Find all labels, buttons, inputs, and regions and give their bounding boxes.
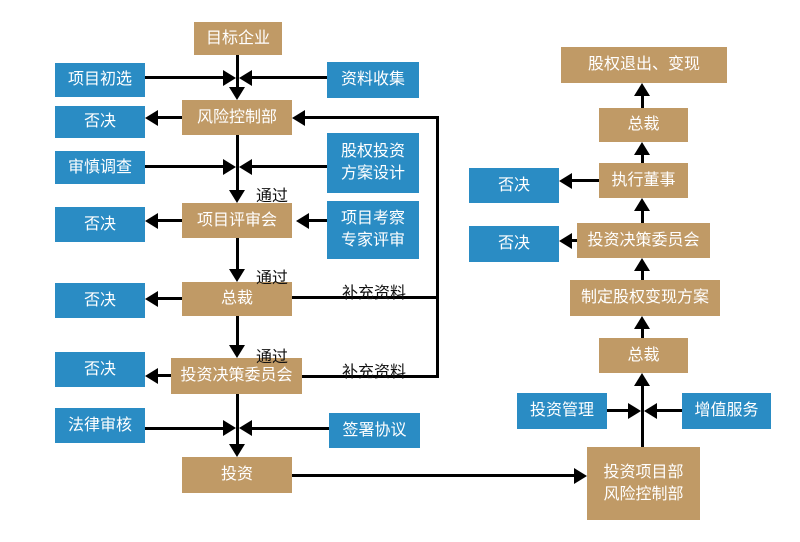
node-project-review-committee: 项目评审会 xyxy=(182,203,292,238)
connector-value-added-in xyxy=(657,409,682,412)
connector-director-to-president-exit xyxy=(641,155,644,163)
connector-president-to-equity-exit xyxy=(641,96,644,108)
connector-preselection-in xyxy=(145,76,223,79)
connector-feedback-top xyxy=(305,116,437,119)
node-president-right: 总裁 xyxy=(599,338,688,373)
arrowhead-preselection-in xyxy=(223,70,236,86)
connector-risk-to-review xyxy=(236,135,239,190)
node-due-diligence: 审慎调查 xyxy=(55,151,145,184)
arrowhead-due-diligence-in xyxy=(223,159,236,175)
connector-review-to-president xyxy=(236,238,239,269)
arrowhead-into-project-review xyxy=(229,190,245,203)
arrowhead-sign-agreement-in xyxy=(239,420,252,436)
arrowhead-into-committee xyxy=(229,345,245,358)
connector-committee-to-director xyxy=(641,211,644,223)
connector-committee-right-reject xyxy=(571,239,577,242)
arrowhead-into-investment xyxy=(229,444,245,457)
arrowhead-equity-plan-in xyxy=(239,159,252,175)
node-reject-director: 否决 xyxy=(469,168,559,203)
connector-legal-review-in xyxy=(145,427,223,430)
node-president-main: 总裁 xyxy=(182,282,292,316)
connector-president-to-plan xyxy=(641,329,644,338)
arrowhead-review-reject xyxy=(145,213,158,229)
arrowhead-up-into-committee-right xyxy=(634,258,650,271)
node-data-collection: 资料收集 xyxy=(327,62,419,98)
connector-director-reject xyxy=(571,179,599,182)
arrowhead-inspection-in xyxy=(296,213,309,229)
node-investment-dept: 投资项目部 风险控制部 xyxy=(587,447,700,520)
edge-label-supplement-president: 补充资料 xyxy=(342,285,407,302)
node-investment-management: 投资管理 xyxy=(517,393,607,429)
node-president-exit: 总裁 xyxy=(599,108,688,142)
connector-due-diligence-in xyxy=(145,165,223,168)
connector-plan-to-committee-right xyxy=(641,271,644,280)
node-investment: 投资 xyxy=(182,457,292,493)
arrowhead-up-into-president-exit xyxy=(634,142,650,155)
node-equity-realization-plan: 制定股权变现方案 xyxy=(570,280,720,316)
connector-equity-plan-in xyxy=(252,165,327,168)
connector-feedback-vertical xyxy=(436,116,439,378)
edge-label-pass-president: 通过 xyxy=(256,270,289,287)
connector-data-collection-in xyxy=(252,76,327,79)
node-investment-decision-committee: 投资决策委员会 xyxy=(171,358,302,394)
node-reject-committee: 否决 xyxy=(55,352,145,387)
arrowhead-legal-review-in xyxy=(223,420,236,436)
arrowhead-president-reject xyxy=(145,291,158,307)
node-target-company: 目标企业 xyxy=(194,22,282,55)
arrowhead-into-investment-dept xyxy=(574,468,587,484)
connector-dept-to-president xyxy=(641,386,644,447)
node-equity-exit: 股权退出、变现 xyxy=(561,47,727,83)
node-risk-control-dept: 风险控制部 xyxy=(182,100,292,135)
edge-label-pass-review: 通过 xyxy=(256,188,289,205)
edge-label-supplement-committee: 补充资料 xyxy=(342,364,407,381)
connector-target-to-risk xyxy=(236,55,239,87)
arrowhead-data-collection-in xyxy=(239,70,252,86)
connector-risk-reject xyxy=(158,116,182,119)
arrowhead-committee-right-reject xyxy=(559,233,572,249)
connector-committee-to-investment xyxy=(236,394,239,444)
arrowhead-into-risk-control xyxy=(229,87,245,100)
connector-president-to-committee xyxy=(236,316,239,345)
arrowhead-up-into-president-right xyxy=(634,373,650,386)
arrowhead-committee-reject xyxy=(145,368,158,384)
node-reject-president: 否决 xyxy=(55,283,145,318)
node-project-preselection: 项目初选 xyxy=(55,63,145,97)
arrowhead-into-president xyxy=(229,269,245,282)
arrowhead-invest-management-in xyxy=(628,403,641,419)
arrowhead-feedback-into-risk xyxy=(292,110,305,126)
arrowhead-director-reject xyxy=(559,173,572,189)
node-executive-director: 执行董事 xyxy=(599,163,688,198)
connector-sign-agreement-in xyxy=(252,427,329,430)
node-reject-committee-right: 否决 xyxy=(469,226,559,262)
node-value-added-service: 增值服务 xyxy=(682,393,771,429)
connector-supplement-president xyxy=(292,296,439,299)
node-legal-review: 法律审核 xyxy=(55,408,145,443)
arrowhead-up-into-plan xyxy=(634,316,650,329)
arrowhead-up-into-director xyxy=(634,198,650,211)
node-reject-review: 否决 xyxy=(55,207,145,242)
node-equity-plan-design: 股权投资 方案设计 xyxy=(327,133,419,193)
arrowhead-value-added-in xyxy=(644,403,657,419)
arrowhead-risk-reject xyxy=(145,110,158,126)
connector-committee-reject xyxy=(158,374,171,377)
node-reject-risk: 否决 xyxy=(55,106,145,138)
connector-supplement-committee xyxy=(302,375,439,378)
edge-label-pass-committee: 通过 xyxy=(256,349,289,366)
connector-investment-to-dept xyxy=(292,474,574,477)
connector-inspection-in xyxy=(309,219,327,222)
arrowhead-up-into-equity-exit xyxy=(634,83,650,96)
connector-president-reject xyxy=(158,297,182,300)
node-investment-decision-committee-right: 投资决策委员会 xyxy=(577,223,710,258)
connector-review-reject xyxy=(158,219,182,222)
connector-invest-management-in xyxy=(607,409,628,412)
node-project-inspection: 项目考察 专家评审 xyxy=(327,201,419,259)
node-sign-agreement: 签署协议 xyxy=(329,413,420,448)
